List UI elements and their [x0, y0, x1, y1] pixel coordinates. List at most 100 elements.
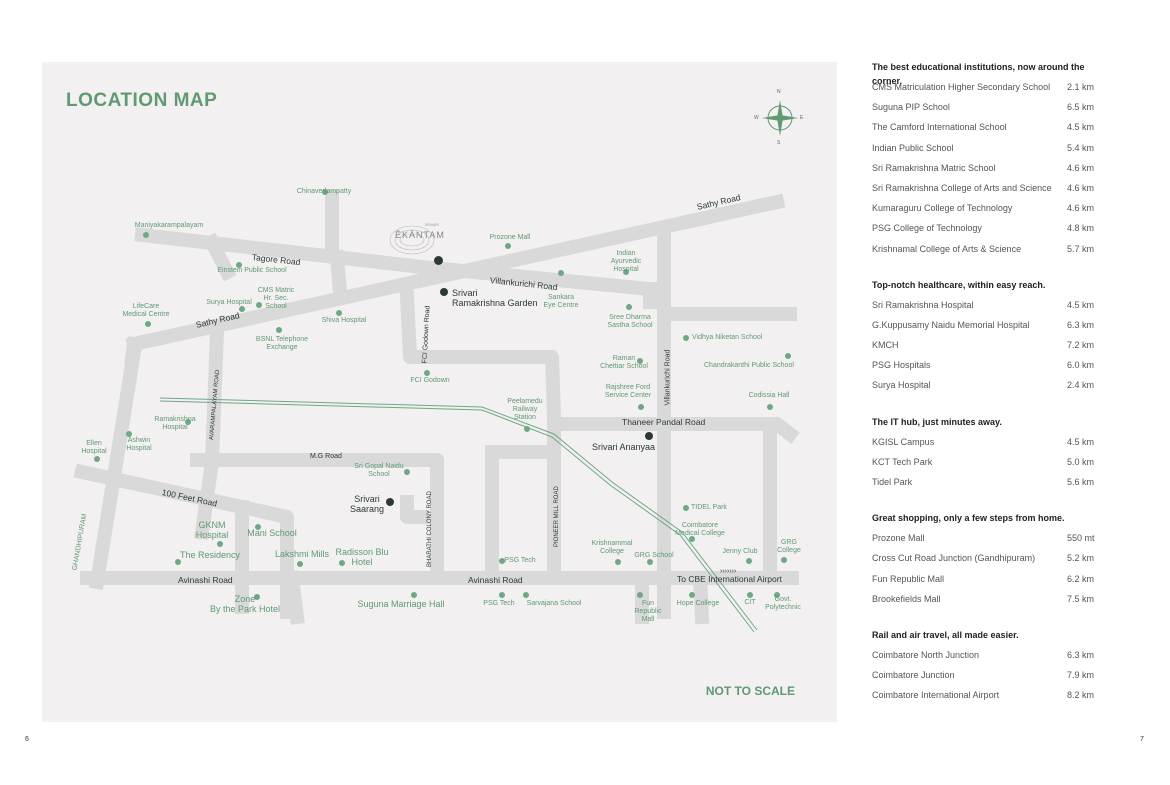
place-name: PSG Hospitals [872, 360, 931, 371]
landmark-dot-fci-godown [424, 370, 430, 376]
landmark-grg-college: GRG College [777, 539, 801, 554]
landmark-grg-school: GRG School [634, 552, 674, 559]
landmark-dot-prozone [505, 243, 511, 249]
railway-line [159, 397, 758, 631]
landmark-dot-psg-tech-2 [499, 592, 505, 598]
landmark-dot-ashwin [126, 431, 132, 437]
place-name: Cross Cut Road Junction (Gandhipuram) [872, 553, 1036, 564]
landmark-hope: Hope College [676, 600, 720, 607]
landmark-chandrakanthi: Chandrakanthi Public School [704, 362, 794, 369]
landmark-dot-sri-gopal [404, 469, 410, 475]
landmark-dot-gknm [217, 541, 223, 547]
landmark-lakshmi-mills: Lakshmi Mills [274, 549, 330, 559]
distance-row: PSG Hospitals 6.0 km [872, 358, 1107, 378]
compass-w: W [754, 115, 759, 121]
landmark-dot-govt-poly [774, 592, 780, 598]
distance-sidebar: The best educational institutions, now a… [872, 60, 1107, 725]
landmark-dot-peelamedu [524, 426, 530, 432]
sidebar-section: Top-notch healthcare, within easy reach.… [872, 278, 1107, 399]
landmark-rajshree: Rajshree Ford Service Center [604, 384, 652, 399]
place-name: KCT Tech Park [872, 456, 933, 467]
tagore-road [134, 227, 658, 297]
landmark-dot-hope [689, 592, 695, 598]
section-heading: Rail and air travel, all made easier. [872, 629, 1019, 640]
landmark-shiva: Shiva Hospital [321, 317, 367, 324]
landmark-dot-indian-ayurvedic [623, 269, 629, 275]
landmark-fci-godown: FCI Godown [410, 377, 450, 384]
landmark-dot-ramakrishna-hospital [185, 419, 191, 425]
place-distance: 7.2 km [1067, 340, 1095, 351]
compass-e: E [800, 115, 804, 121]
landmark-dot-raman-chettiar [637, 358, 643, 364]
landmark-dot-sree-dharma [626, 304, 632, 310]
landmark-sree-dharma: Sree Dharma Sastha School [607, 314, 653, 329]
project-ananyaa: Srivari Ananyaa [592, 442, 656, 452]
landmark-sarvajana: Sarvajana School [526, 600, 582, 607]
landmark-sri-gopal: Sri Gopal Naidu School [354, 463, 404, 478]
place-name: The Camford International School [872, 122, 1007, 133]
sidebar-section: The best educational institutions, now a… [872, 60, 1107, 262]
landmark-ellen: Ellen Hospital [81, 440, 107, 455]
landmark-dot-grg-school [647, 559, 653, 565]
project-ramakrishna-garden: Srivari Ramakrishna Garden [452, 288, 538, 308]
not-to-scale-label: NOT TO SCALE [705, 684, 795, 698]
landmark-cmc: Coimbatore Medical College [675, 522, 725, 537]
section-heading: The IT hub, just minutes away. [872, 416, 1002, 427]
place-distance: 5.2 km [1067, 553, 1095, 564]
place-distance: 6.0 km [1067, 360, 1095, 371]
place-distance: 4.6 km [1067, 182, 1095, 193]
road-label-airport: To CBE International Airport [677, 574, 782, 584]
project-marker-ananyaa [645, 432, 653, 440]
landmark-maniyakarampalayam: Maniyakarampalayam [134, 222, 204, 229]
place-distance: 550 mt [1067, 533, 1095, 544]
place-distance: 8.2 km [1067, 690, 1095, 701]
place-name: G.Kuppusamy Naidu Memorial Hospital [872, 319, 1030, 330]
landmark-prozone: Prozone Mall [489, 234, 531, 241]
landmark-residency: The Residency [179, 550, 241, 560]
brand-name: ĒKĀNTAM [395, 230, 445, 240]
compass-icon: N S E W [754, 89, 804, 146]
landmark-ramakrishna-hospital: Ramakrishna Hospital [154, 416, 196, 431]
place-distance: 7.9 km [1067, 670, 1095, 681]
landmark-dot-sarvajana [523, 592, 529, 598]
place-name: Sri Ramakrishna Hospital [872, 299, 974, 310]
place-distance: 2.1 km [1067, 82, 1095, 92]
page-number-left: 6 [25, 736, 29, 743]
sidebar-section: The IT hub, just minutes away. KGISL Camp… [872, 415, 1107, 496]
place-distance: 6.2 km [1067, 573, 1095, 584]
landmark-dot-bsnl [276, 327, 282, 333]
landmark-dot-psg-tech-1 [499, 558, 505, 564]
landmark-dot-shiva [336, 310, 342, 316]
landmark-dot-surya [239, 306, 245, 312]
landmark-ashwin: Ashwin Hospital [126, 437, 152, 452]
road-label-avinashi-1: Avinashi Road [178, 575, 233, 585]
sidebar-section: Great shopping, only a few steps from ho… [872, 511, 1107, 612]
distance-row: Sri Ramakrishna College of Arts and Scie… [872, 181, 1107, 201]
landmark-vidhya: Vidhya Niketan School [692, 334, 763, 341]
landmark-tidel: TIDEL Park [691, 504, 727, 511]
place-distance: 6.3 km [1067, 649, 1095, 660]
landmark-dot-rajshree [638, 404, 644, 410]
place-distance: 5.4 km [1067, 142, 1095, 153]
section-heading: Top-notch healthcare, within easy reach. [872, 279, 1046, 290]
landmark-psg-tech-1: PSG Tech [504, 557, 536, 564]
landmark-dot-chandrakanthi [785, 353, 791, 359]
place-distance: 7.5 km [1067, 593, 1095, 604]
place-name: PSG College of Technology [872, 223, 982, 234]
place-name: Fun Republic Mall [872, 573, 945, 584]
map-title: LOCATION MAP [66, 90, 218, 111]
road-label-villankurichi-v: Villankurichi Road [664, 349, 672, 406]
landmark-zone: Zone By the Park Hotel [209, 594, 281, 614]
place-name: KGISL Campus [872, 436, 935, 447]
